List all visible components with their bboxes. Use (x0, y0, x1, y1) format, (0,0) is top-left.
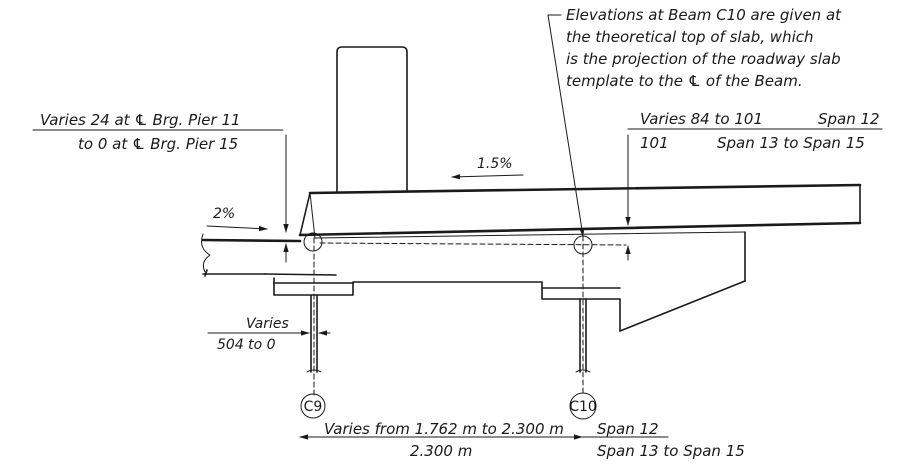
elevation-note-line-3: is the projection of the roadway slab (566, 50, 841, 68)
beam-c10-web (575, 298, 591, 373)
bottom-dim-line-2a: 2.300 m (410, 442, 472, 460)
slope-left-label: 2% (213, 206, 235, 222)
bottom-dim-line-1b: Span 12 (597, 420, 659, 438)
beam-bottom (273, 277, 621, 332)
elevation-note: Elevations at Beam C10 are given at the … (547, 6, 842, 237)
beam-c9-label: C9 (304, 399, 323, 415)
beam-c9-tag: C9 (300, 393, 326, 419)
bottom-dim-line-2b: Span 13 to Span 15 (597, 442, 745, 460)
bearing-varies-line-2: 504 to 0 (217, 337, 276, 353)
right-varies-line-1a: Varies 84 to 101 (640, 110, 763, 128)
slope-top-label: 1.5% (477, 156, 513, 172)
theoretical-slab-line (319, 242, 627, 246)
right-varies-note: Varies 84 to 101 Span 12 101 Span 13 to … (625, 110, 883, 261)
parapet (336, 46, 408, 194)
right-varies-line-1b: Span 12 (818, 110, 880, 128)
elevation-note-line-4: template to the ℄ of the Beam. (566, 72, 803, 90)
right-varies-line-2a: 101 (640, 134, 669, 152)
left-varies-note: Varies 24 at ℄ Brg. Pier 11 to 0 at ℄ Br… (32, 111, 289, 263)
left-varies-line-1: Varies 24 at ℄ Brg. Pier 11 (40, 111, 241, 129)
elevation-note-line-1: Elevations at Beam C10 are given at (566, 6, 842, 24)
beam-c10-label: C10 (569, 399, 597, 415)
beam-c10-tag: C10 (569, 392, 597, 420)
left-slab (201, 233, 337, 277)
elevation-note-line-2: the theoretical top of slab, which (566, 28, 814, 46)
c9-centerline (303, 232, 323, 396)
slope-arrow-top: 1.5% (451, 156, 524, 180)
right-varies-line-2b: Span 13 to Span 15 (717, 134, 865, 152)
bearing-varies-line-1: Varies (246, 316, 289, 332)
left-varies-line-2: to 0 at ℄ Brg. Pier 15 (78, 135, 238, 153)
bottom-dimension: Varies from 1.762 m to 2.300 m Span 12 2… (299, 420, 745, 460)
bottom-dim-line-1a: Varies from 1.762 m to 2.300 m (324, 420, 564, 438)
bearing-varies-note: Varies 504 to 0 (207, 316, 331, 353)
slope-arrow-left: 2% (206, 206, 268, 232)
